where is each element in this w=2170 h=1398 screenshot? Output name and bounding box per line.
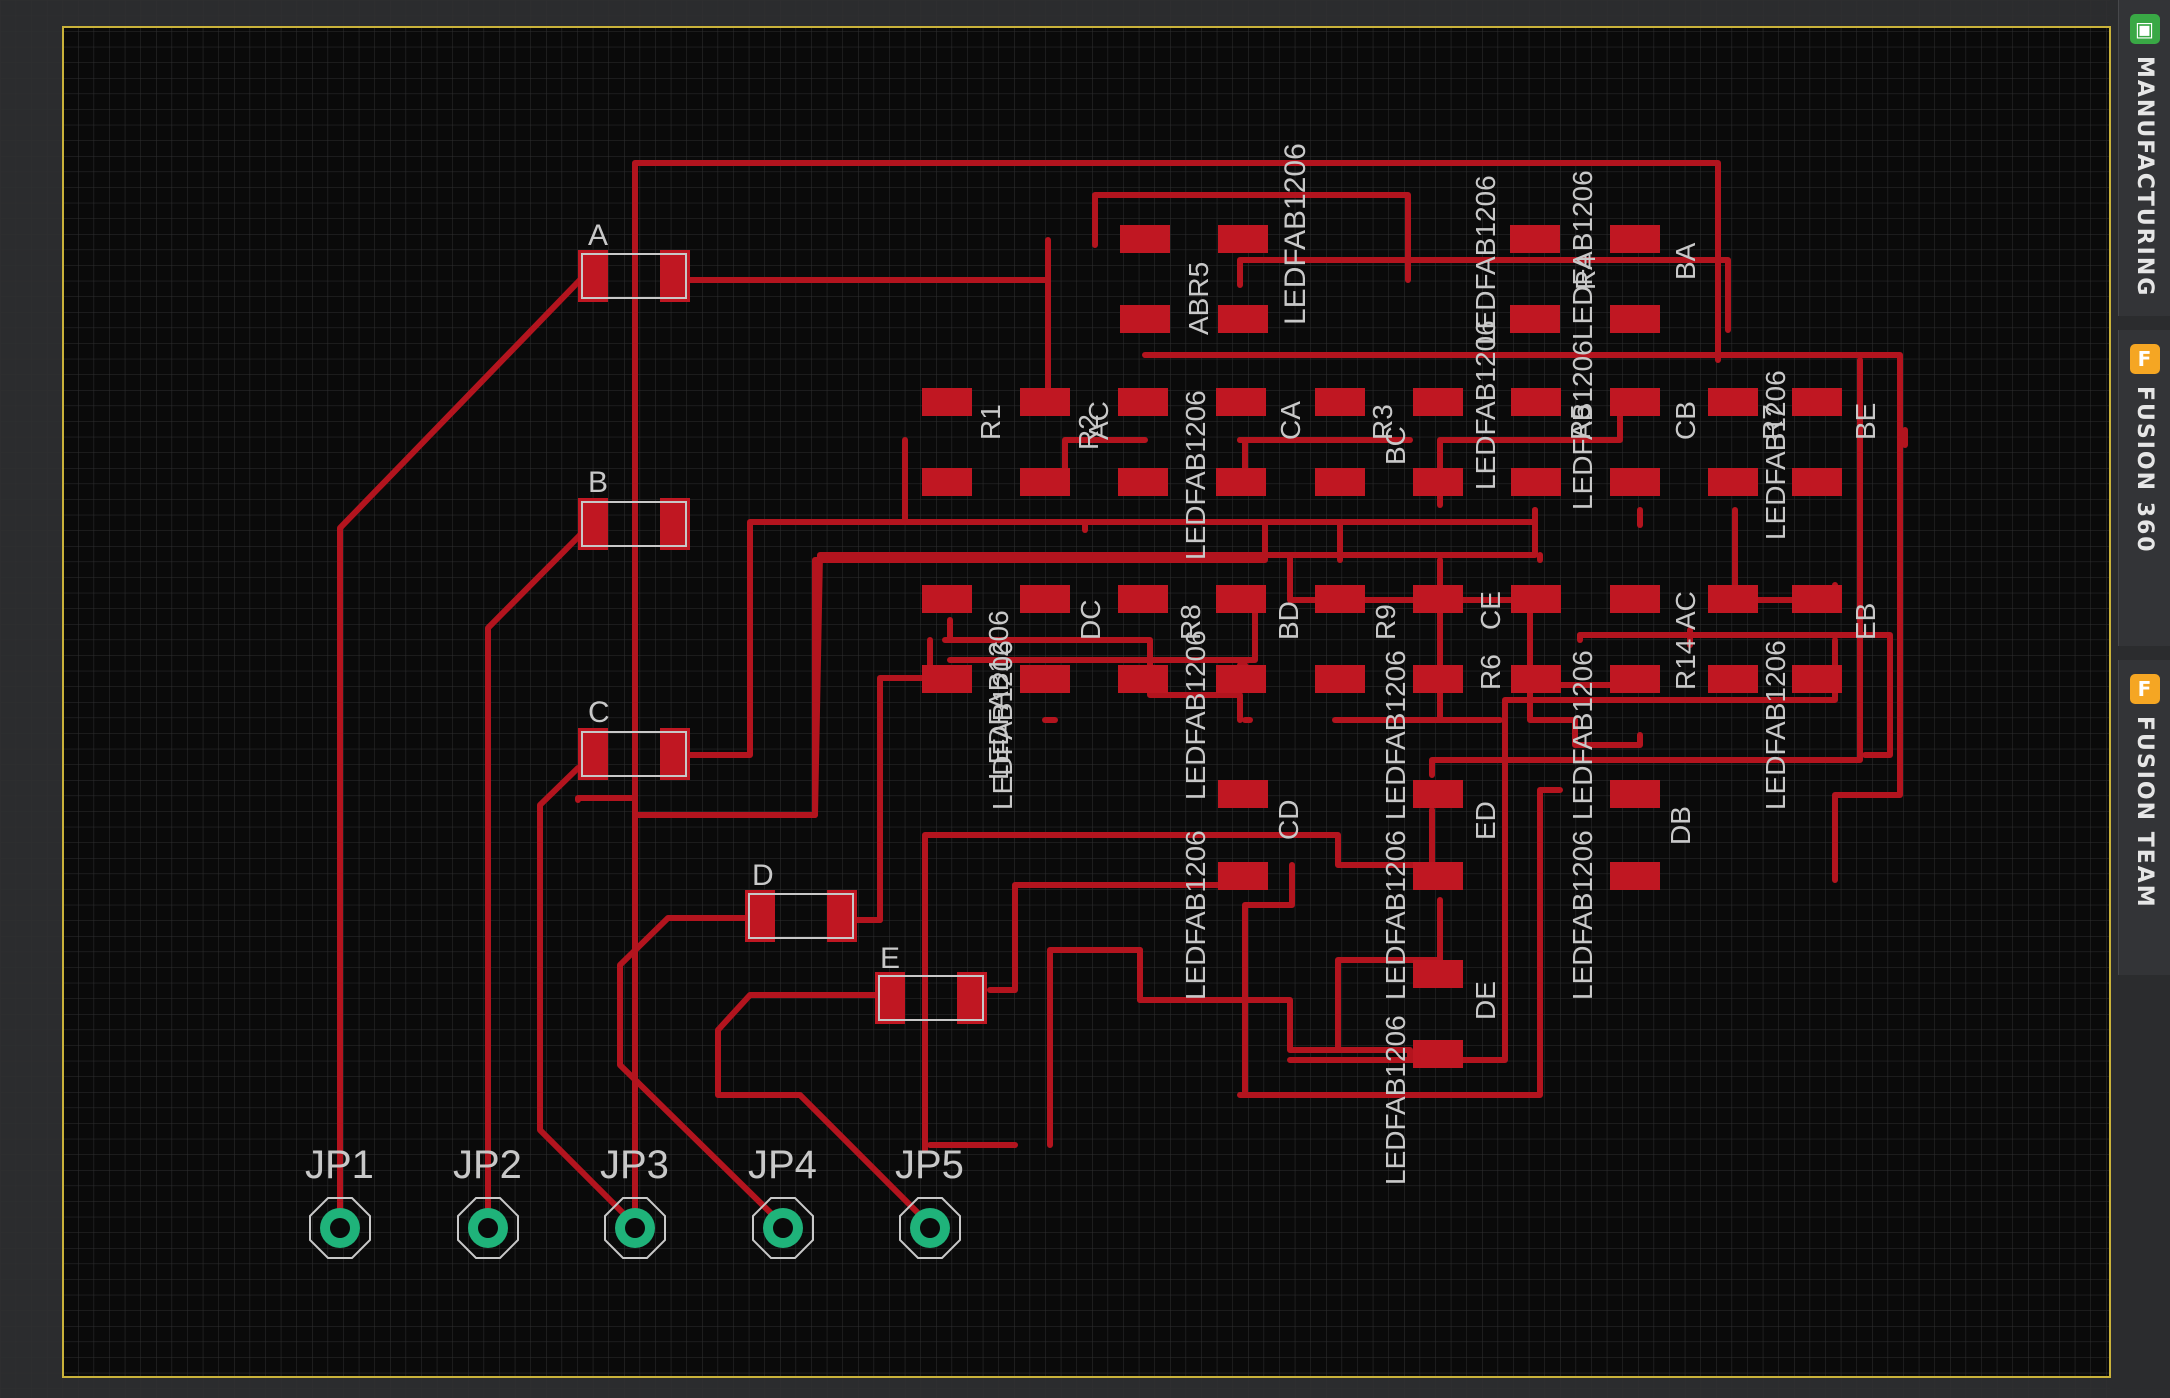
part-label: R2 [1073,414,1104,450]
jp4-pad [752,1197,814,1259]
part-label: DC [1075,600,1106,640]
header-label: JP2 [453,1143,522,1187]
part-label: C [588,696,610,729]
pin-headers [309,1197,961,1259]
part-label: LEDFAB1206 [1180,390,1211,560]
fusion-team-panel-tab[interactable]: F FUSION TEAM [2118,660,2170,975]
header-label: JP3 [600,1143,669,1187]
part-label: LEDFAB1206 [1279,143,1312,325]
board-outline [62,26,2111,1378]
part-outlines [581,253,984,1021]
part-label: DE [1470,981,1501,1020]
part-label: LEDFAB1206 [1380,830,1411,1000]
part-label: LEDFAB1206 [1567,650,1598,820]
part-label: E [880,942,900,975]
fusion-360-icon: F [2129,344,2160,374]
part-label: R1 [975,404,1006,440]
part-label: AC [1083,401,1114,440]
header-label: JP4 [748,1143,817,1187]
part-label: EB [1850,603,1881,640]
part-label: DB [1665,806,1696,845]
part-label: B [588,466,608,499]
part-label: LEDFAB1206 [1380,1015,1411,1185]
part-label: R8 [1175,604,1206,640]
manufacturing-chip-icon: ▣ [2129,14,2160,44]
fusion-360-panel-tab[interactable]: F FUSION 360 [2118,330,2170,646]
part-label: LEDFAB1206 [1567,170,1598,340]
part-label: LEDFAB1206 [1760,640,1791,810]
part-label: CA [1275,401,1306,440]
part-label: LEDFAB1206 [1180,630,1211,800]
fusion-team-panel-label: FUSION TEAM [2132,716,2157,909]
part-label: BC [1380,426,1411,465]
part-label: LEDFAB1206 [1567,340,1598,510]
part-label: CB [1670,401,1701,440]
part-label: BA [1670,242,1701,280]
part-label: R9 [1370,604,1401,640]
part-label: R3 [1367,404,1398,440]
part-label: LEDFAB1206 [1380,650,1411,820]
manufacturing-panel-label: MANUFACTURING [2132,56,2157,298]
jp5-pad [899,1197,961,1259]
jp1-pad [309,1197,371,1259]
part-label: CE [1475,591,1506,630]
part-label: A [588,219,608,252]
header-label: JP1 [305,1143,374,1187]
part-label: ABR5 [1183,262,1214,335]
part-label: LEDFAB1206 [1470,320,1501,490]
part-label: BE [1850,403,1881,440]
silkscreen-labels: JP1 JP2 JP3 JP4 JP5 A B C D E ABR5 LEDFA… [305,143,1881,1187]
part-label: R4 [1570,254,1601,290]
part-label: AC [1670,591,1701,630]
header-label: JP5 [895,1143,964,1187]
part-label: R5 [1565,404,1596,440]
part-label: D [752,859,774,892]
part-label: ED [1470,801,1501,840]
manufacturing-panel-tab[interactable]: ▣ MANUFACTURING [2118,0,2170,316]
jp2-pad [457,1197,519,1259]
part-label: LEDFAB1206 [1470,175,1501,345]
part-label: LEDFAB1206 [1180,830,1211,1000]
part-label: LEDFAB1206 [983,610,1014,780]
part-label: BD [1273,601,1304,640]
part-label: R7 [1757,404,1788,440]
part-label: CD [1273,800,1304,840]
part-label: R14 [1670,639,1701,690]
jp3-pad [604,1197,666,1259]
part-label: LEDFAB1206 [1760,370,1791,540]
part-label: LEDFAB1206 [987,640,1018,810]
part-label: LEDFAB1206 [1567,830,1598,1000]
fusion-360-panel-label: FUSION 360 [2132,386,2157,554]
part-label: R6 [1475,654,1506,690]
copper-traces [337,160,1908,1228]
fusion-team-icon: F [2129,674,2160,704]
smd-pads [578,225,1842,1068]
